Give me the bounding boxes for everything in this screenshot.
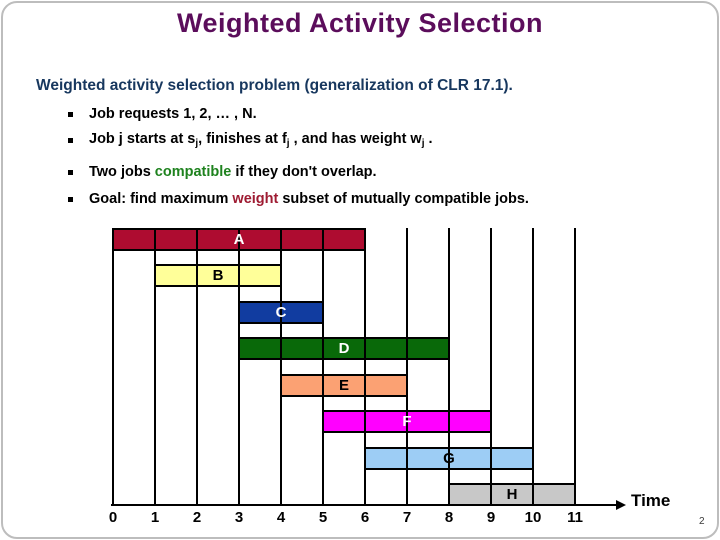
- time-axis-label: Time: [631, 491, 671, 510]
- job-label-E: E: [338, 377, 349, 394]
- job-bar-D: D: [238, 337, 450, 360]
- grid-line-t0: [112, 228, 114, 506]
- job-label-G: G: [443, 450, 455, 467]
- bullet-item: Goal: find maximum weight subset of mutu…: [68, 190, 529, 208]
- cell-divider: [196, 266, 198, 285]
- axis-tick-8: 8: [444, 509, 454, 526]
- job-label-H: H: [506, 486, 518, 503]
- job-bar-F: F: [322, 410, 492, 433]
- cell-divider: [238, 230, 240, 249]
- axis-tick-9: 9: [486, 509, 496, 526]
- axis-tick-3: 3: [234, 509, 244, 526]
- cell-divider: [322, 339, 324, 358]
- cell-divider: [238, 266, 240, 285]
- grid-line-t10: [532, 228, 534, 506]
- cell-divider: [364, 376, 366, 395]
- grid-line-t3: [238, 228, 240, 506]
- axis-tick-6: 6: [360, 509, 370, 526]
- job-label-C: C: [275, 304, 287, 321]
- bullet-text: Two jobs compatible if they don't overla…: [89, 164, 377, 180]
- cell-divider: [406, 449, 408, 468]
- bullet-square-icon: [68, 138, 73, 143]
- job-label-B: B: [212, 267, 224, 284]
- cell-divider: [490, 485, 492, 504]
- grid-line-t11: [574, 228, 576, 506]
- bullet-list: Job requests 1, 2, … , N. Job j starts at…: [0, 0, 720, 230]
- axis-tick-5: 5: [318, 509, 328, 526]
- cell-divider: [280, 230, 282, 249]
- axis-tick-7: 7: [402, 509, 412, 526]
- cell-divider: [364, 412, 366, 431]
- page-number: 2: [699, 516, 705, 527]
- grid-line-t7: [406, 228, 408, 506]
- bullet-item: Job j starts at sj, finishes at fj , and…: [68, 131, 433, 149]
- cell-divider: [322, 230, 324, 249]
- grid-line-t9: [490, 228, 492, 506]
- bullet-square-icon: [68, 170, 73, 175]
- problem-heading: Weighted activity selection problem (gen…: [36, 77, 513, 94]
- axis-tick-10: 10: [524, 509, 542, 526]
- axis-tick-11: 11: [567, 509, 583, 526]
- grid-line-t2: [196, 228, 198, 506]
- axis-arrow-icon: [616, 500, 626, 510]
- job-bar-H: H: [448, 483, 576, 506]
- job-label-D: D: [338, 340, 350, 357]
- slide-title: Weighted Activity Selection: [176, 8, 544, 38]
- job-bar-A: A: [112, 228, 366, 251]
- cell-divider: [448, 449, 450, 468]
- job-bar-C: C: [238, 301, 324, 324]
- cell-divider: [280, 339, 282, 358]
- cell-divider: [154, 230, 156, 249]
- grid-line-t8: [448, 228, 450, 506]
- cell-divider: [448, 412, 450, 431]
- axis-tick-2: 2: [192, 509, 202, 526]
- job-label-F: F: [402, 413, 412, 430]
- bullet-text: Goal: find maximum weight subset of mutu…: [89, 191, 529, 207]
- cell-divider: [322, 376, 324, 395]
- job-bar-E: E: [280, 374, 408, 397]
- cell-divider: [406, 339, 408, 358]
- grid-line-t4: [280, 228, 282, 506]
- axis-tick-1: 1: [150, 509, 160, 526]
- axis-tick-0: 0: [108, 509, 118, 526]
- job-bar-G: G: [364, 447, 534, 470]
- bullet-item: Job requests 1, 2, … , N.: [68, 105, 257, 123]
- bullet-square-icon: [68, 197, 73, 202]
- grid-line-t1: [154, 228, 156, 506]
- cell-divider: [364, 339, 366, 358]
- job-label-A: A: [233, 231, 245, 248]
- cell-divider: [406, 412, 408, 431]
- bullet-text: Job requests 1, 2, … , N.: [89, 106, 257, 122]
- grid-line-t5: [322, 228, 324, 506]
- cell-divider: [280, 303, 282, 322]
- cell-divider: [532, 485, 534, 504]
- bullet-item: Two jobs compatible if they don't overla…: [68, 163, 377, 181]
- bullet-square-icon: [68, 112, 73, 117]
- cell-divider: [196, 230, 198, 249]
- job-bar-B: B: [154, 264, 282, 287]
- grid-line-t6: [364, 228, 366, 506]
- axis-tick-4: 4: [276, 509, 286, 526]
- bullet-text: Job j starts at sj, finishes at fj , and…: [89, 131, 433, 149]
- cell-divider: [490, 449, 492, 468]
